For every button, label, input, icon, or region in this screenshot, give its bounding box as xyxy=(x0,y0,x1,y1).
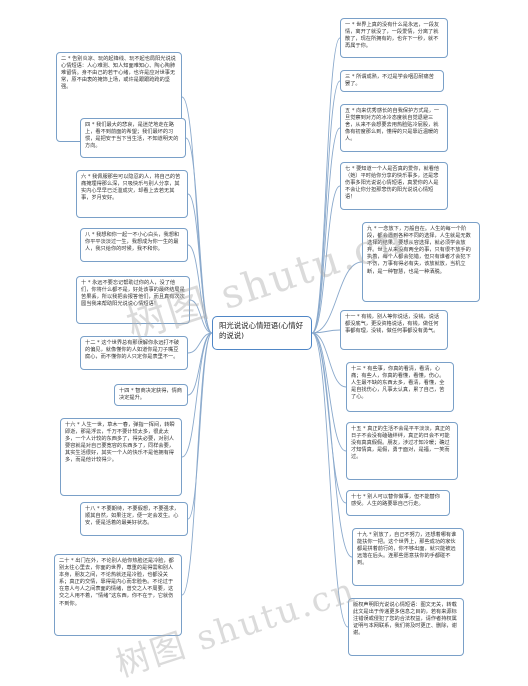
node-text: 七 * 要知道一个人是否真的爱你，就看他（她）平时给你分享的快乐事多，还是悲伤事… xyxy=(345,166,440,201)
branch-node-3[interactable]: 三 * 所谓成熟，不过是学会咽忍耐痛苦罢了。 xyxy=(340,70,444,92)
copyright-node[interactable]: 版权声明阳光说说心情短语：图文无关，转载此文是出于传递更多信息之目的，若有来源标… xyxy=(348,598,464,656)
node-text: 二 * 告别炎凉、玩的起锋线、玩不起也局阳光说说心情短语：人心难测、知人知面难知… xyxy=(61,56,176,91)
branch-node-12[interactable]: 十二 * 这个世界总有那误解你永远打不破的偏见，就像懂你的人如道你是刀子嘴豆腐心… xyxy=(80,336,188,370)
node-text: 六 * 我佩服那些可以隐忍的人，将自己的苦痛掩埋得那么深，只吸快乐与别人分享，其… xyxy=(81,174,181,202)
node-text: 十三 * 有些事，你真的看清，看清，心痛；有些人，你真的看懂，看懂，伤心。人生最… xyxy=(351,366,445,401)
node-text: 九 * 一念放下，万般自在。人生的每一个阶段，都会遇到各种不同的选择，人生就是无… xyxy=(367,226,471,275)
node-text: 十五 * 真正的生活不会是平平淡淡，真正的日子不会没有磕磕绊绊，真正的日会不可能… xyxy=(351,426,451,461)
branch-node-5[interactable]: 五 * 向来优秀感长的自我保护方式是，一旦觉察到对方的冰冷态度就自觉退避三舍，从… xyxy=(340,104,448,152)
connector-line xyxy=(311,332,353,558)
node-text: 二十 * 出门在外，不论别人给你热脸还是冷脸，都别太往心里去，你面的世界，尊重的… xyxy=(59,558,174,607)
branch-node-17[interactable]: 十七 * 别人可以替你做事，但不能替你感受。人生的路要靠自己行走。 xyxy=(346,490,450,516)
connector-line xyxy=(311,332,349,628)
node-text: 八 * 我想和你一起一不小心白头，我想和你平平淡淡过一生，我想成为你一生的最人，… xyxy=(85,232,180,253)
branch-node-11[interactable]: 十一 * 有钱，别人等你说话，没钱，说话都没底气，更没资格说话，有钱，做任何事都… xyxy=(340,310,448,350)
branch-node-7[interactable]: 七 * 要知道一个人是否真的爱你，就看他（她）平时给你分享的快乐事多，还是悲伤事… xyxy=(340,162,448,210)
node-text: 版权声明阳光说说心情短语：图文无关，转载此文是出于传递更多信息之目的，若有来源标… xyxy=(353,602,457,637)
root-topic-label: 阳光说说心情短语(心情好的说说) xyxy=(219,321,304,340)
connector-line xyxy=(311,127,341,334)
branch-node-10[interactable]: 十 * 永远不要忘记帮助过你的人，没了他们，你将什么都不是，好处该事的最终结局是… xyxy=(76,276,190,324)
connector-line xyxy=(311,332,347,504)
node-text: 十九 * 别放了，自己不努力，还想着哪有谁能扶你一把。这个世界上，那些成功的家伙… xyxy=(357,532,457,567)
node-text: 十二 * 这个世界总有那误解你永远打不破的偏见，就像懂你的人如道你是刀子嘴豆腐心… xyxy=(85,340,180,361)
connector-line xyxy=(311,332,347,388)
connector-line xyxy=(311,185,341,334)
branch-node-20[interactable]: 二十 * 出门在外，不论别人给你热脸还是冷脸，都别太往心里去，你面的世界，尊重的… xyxy=(54,554,182,636)
node-text: 五 * 向来优秀感长的自我保护方式是，一旦觉察到对方的冰冷态度就自觉退避三舍，从… xyxy=(345,108,440,143)
node-text: 十六 * 人生一世，草木一春，弹指一挥间，转瞬即逝，那是浮云，千万不要计较太多，… xyxy=(65,422,175,464)
connector-line xyxy=(311,332,347,452)
branch-node-8[interactable]: 八 * 我想和你一起一不小心白头，我想和你平平淡淡过一生，我想成为你一生的最人，… xyxy=(80,228,188,262)
connector-line xyxy=(187,193,213,334)
node-text: 十四 * 智商决定获得，情商决定提升。 xyxy=(119,388,182,402)
branch-node-9[interactable]: 九 * 一念放下，万般自在。人生的每一个阶段，都会遇到各种不同的选择，人生就是无… xyxy=(362,222,480,302)
node-text: 四 * 我们最大的悲哀，是迷茫地走在路上，看不到前面的希望；我们最坏的习惯，是把… xyxy=(85,122,179,150)
branch-node-13[interactable]: 十三 * 有些事，你真的看清，看清，心痛；有些人，你真的看懂，看懂，伤心。人生最… xyxy=(346,362,454,412)
root-topic[interactable]: 阳光说说心情短语(心情好的说说) xyxy=(212,316,312,350)
connector-line xyxy=(311,261,363,334)
branch-node-6[interactable]: 六 * 我佩服那些可以隐忍的人，将自己的苦痛掩埋得那么深，只吸快乐与别人分享，其… xyxy=(76,170,188,218)
connector-line xyxy=(189,299,213,334)
branch-node-18[interactable]: 十八 * 不要期待，不要假想，不要强求，顺其自然，如果注定，便一定会发生。心安，… xyxy=(80,502,188,536)
branch-node-16[interactable]: 十六 * 人生一世，草木一春，弹指一挥间，转瞬即逝，那是浮云，千万不要计较太多，… xyxy=(60,418,182,496)
branch-node-4[interactable]: 四 * 我们最大的悲哀，是迷茫地走在路上，看不到前面的希望；我们最坏的习惯，是把… xyxy=(80,118,186,158)
branch-node-15[interactable]: 十五 * 真正的生活不会是平平淡淡，真正的日子不会没有磕磕绊绊，真正的日会不可能… xyxy=(346,422,458,480)
node-text: 十一 * 有钱，别人等你说话，没钱，说话都没底气，更没资格说话，有钱，做任何事都… xyxy=(345,314,440,335)
node-text: 三 * 所谓成熟，不过是学会咽忍耐痛苦罢了。 xyxy=(345,74,434,88)
connector-line xyxy=(187,332,213,520)
node-text: 一 * 世界上真的没有什么是永远，一段友情，离开了就没了，一段爱情，分离了就散了… xyxy=(345,22,440,50)
branch-node-14[interactable]: 十四 * 智商决定获得，情商决定提升。 xyxy=(114,384,188,406)
branch-node-1[interactable]: 一 * 世界上真的没有什么是永远，一段友情，离开了就没了，一段爱情，分离了就散了… xyxy=(340,18,448,58)
node-text: 十八 * 不要期待，不要假想，不要强求，顺其自然，如果注定，便一定会发生。心安，… xyxy=(85,506,180,527)
connector-line xyxy=(311,329,341,334)
connector-line xyxy=(181,332,213,458)
connector-line xyxy=(187,244,213,334)
connector-line xyxy=(311,37,341,334)
branch-node-19[interactable]: 十九 * 别放了，自己不努力，还想着哪有谁能扶你一把。这个世界上，那些成功的家伙… xyxy=(352,528,464,586)
connector-line xyxy=(311,80,341,334)
node-text: 十七 * 别人可以替你做事，但不能替你感受。人生的路要靠自己行走。 xyxy=(351,494,440,508)
node-text: 十 * 永远不要忘记帮助过你的人，没了他们，你将什么都不是，好处该事的最终结局是… xyxy=(81,280,185,308)
connector-line xyxy=(181,332,213,596)
connector-line xyxy=(187,332,213,354)
